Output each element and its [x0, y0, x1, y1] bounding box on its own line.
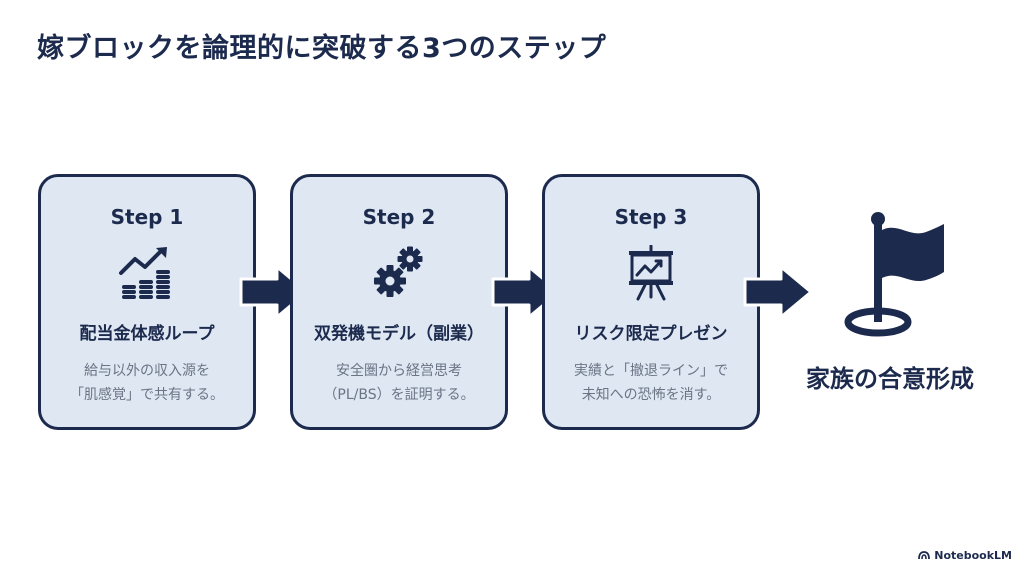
notebooklm-logo-icon	[918, 551, 931, 560]
step-label: Step 3	[614, 205, 688, 229]
step-description-line: 「肌感覚」で共有する。	[70, 387, 224, 403]
goal-label: 家族の合意形成	[806, 365, 974, 393]
step-description-line: （PL/BS）を証明する。	[323, 387, 475, 403]
step-label: Step 2	[362, 205, 436, 229]
step-title: リスク限定プレゼン	[574, 324, 728, 344]
goal-flag-icon	[844, 212, 944, 337]
step-description-line: 未知への恐怖を消す。	[581, 387, 721, 403]
step-title: 配当金体感ループ	[79, 324, 215, 344]
step-label: Step 1	[110, 205, 184, 229]
watermark: NotebookLM	[918, 549, 1012, 562]
presentation-board-icon	[629, 245, 673, 301]
gears-icon	[374, 246, 423, 297]
step-description-line: 給与以外の収入源を	[84, 363, 210, 379]
watermark-text: NotebookLM	[934, 549, 1012, 562]
step-card-2: Step 2	[290, 174, 508, 430]
step-description-line: 安全圏から経営思考	[336, 363, 462, 379]
step-title: 双発機モデル（副業）	[314, 324, 484, 344]
step-description: 実績と「撤退ライン」で 未知への恐怖を消す。	[553, 359, 749, 407]
step-description-line: 実績と「撤退ライン」で	[574, 363, 728, 379]
page-title: 嫁ブロックを論理的に突破する3つのステップ	[37, 33, 607, 64]
arrow-right-icon	[743, 265, 813, 319]
step-card-1: Step 1 配当金体感ループ 給与以外の収入源を 「肌感覚」で共有する。	[38, 174, 256, 430]
step-card-3: Step 3 リスク限定プレゼン 実績と「撤退ライン」で 未知への恐怖を消す。	[542, 174, 760, 430]
coin-stacks-growth-icon	[119, 247, 170, 299]
step-description: 給与以外の収入源を 「肌感覚」で共有する。	[49, 359, 245, 407]
step-description: 安全圏から経営思考 （PL/BS）を証明する。	[301, 359, 497, 407]
